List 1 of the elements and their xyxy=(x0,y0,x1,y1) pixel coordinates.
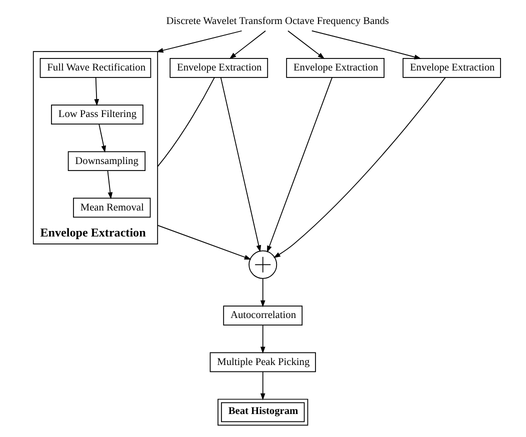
node-text: Discrete Wavelet Transform Octave Frequency Bands xyxy=(166,16,388,28)
